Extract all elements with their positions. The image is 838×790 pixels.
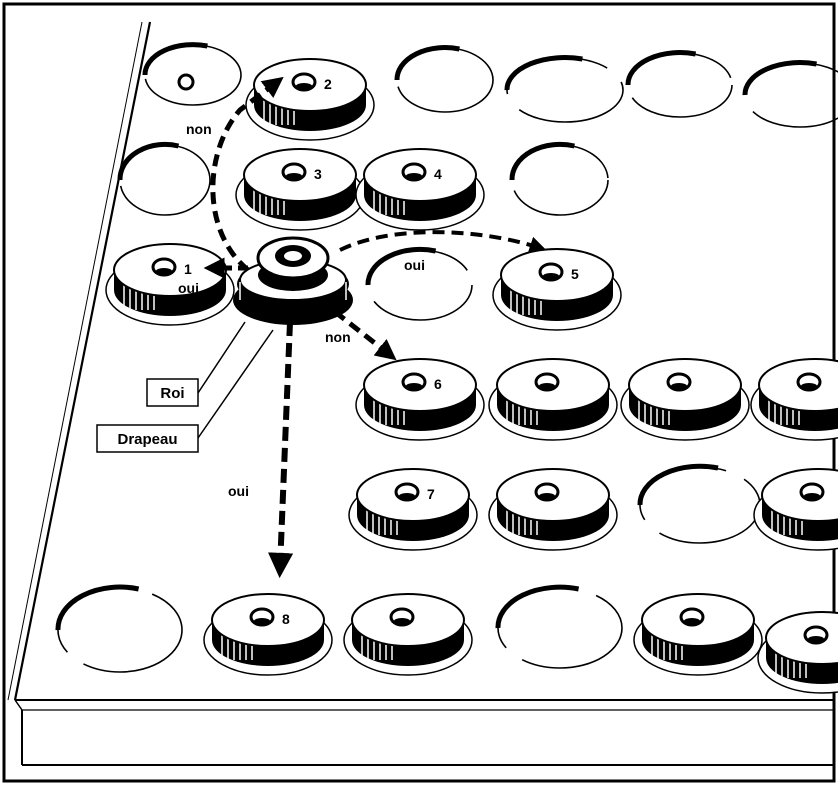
label-oui-right: oui (404, 257, 425, 273)
empty-hole (58, 587, 182, 672)
peg-3: 3 (236, 149, 364, 230)
peg-number: 5 (571, 266, 579, 282)
label-non-up: non (186, 121, 212, 137)
peg (344, 594, 472, 675)
empty-hole (145, 45, 241, 105)
peg-number: 8 (282, 611, 290, 627)
peg (489, 469, 617, 550)
peg (751, 359, 838, 440)
label-non-diag: non (325, 329, 351, 345)
empty-hole (397, 48, 493, 112)
empty-hole (640, 466, 760, 543)
label-oui-down: oui (228, 483, 249, 499)
empty-hole (498, 587, 622, 668)
peg-2: 2 (246, 59, 374, 140)
roi-label: Roi (160, 385, 184, 402)
peg-4: 4 (356, 149, 484, 230)
empty-hole (628, 53, 732, 117)
peg-number: 1 (184, 261, 192, 277)
peg (758, 612, 838, 693)
peg-number: 7 (427, 486, 435, 502)
peg-number: 3 (314, 166, 322, 182)
callout-drapeau: Drapeau (97, 425, 198, 452)
drapeau-label: Drapeau (117, 431, 177, 448)
peg-6: 6 (356, 359, 484, 440)
peg-5: 5 (493, 249, 621, 330)
peg-number: 6 (434, 376, 442, 392)
label-oui-left: oui (178, 280, 199, 296)
peg (634, 594, 762, 675)
peg (489, 359, 617, 440)
peg-number: 4 (434, 166, 442, 182)
callout-leaders (198, 322, 273, 438)
arrow-to-8 (280, 322, 290, 568)
board-pieces: 2 3 4 1 5 6 7 8 (58, 45, 838, 693)
empty-hole (120, 144, 210, 215)
peg-7: 7 (349, 469, 477, 550)
peg-8: 8 (204, 594, 332, 675)
empty-hole (512, 144, 608, 215)
peg-number: 2 (324, 76, 332, 92)
peg-1: 1 (106, 244, 234, 325)
empty-hole (507, 58, 623, 122)
peg (621, 359, 749, 440)
peg (754, 469, 838, 550)
callout-roi: Roi (147, 379, 198, 406)
empty-hole (745, 63, 838, 127)
small-ring (179, 75, 193, 89)
arrow-to-5 (340, 232, 540, 250)
